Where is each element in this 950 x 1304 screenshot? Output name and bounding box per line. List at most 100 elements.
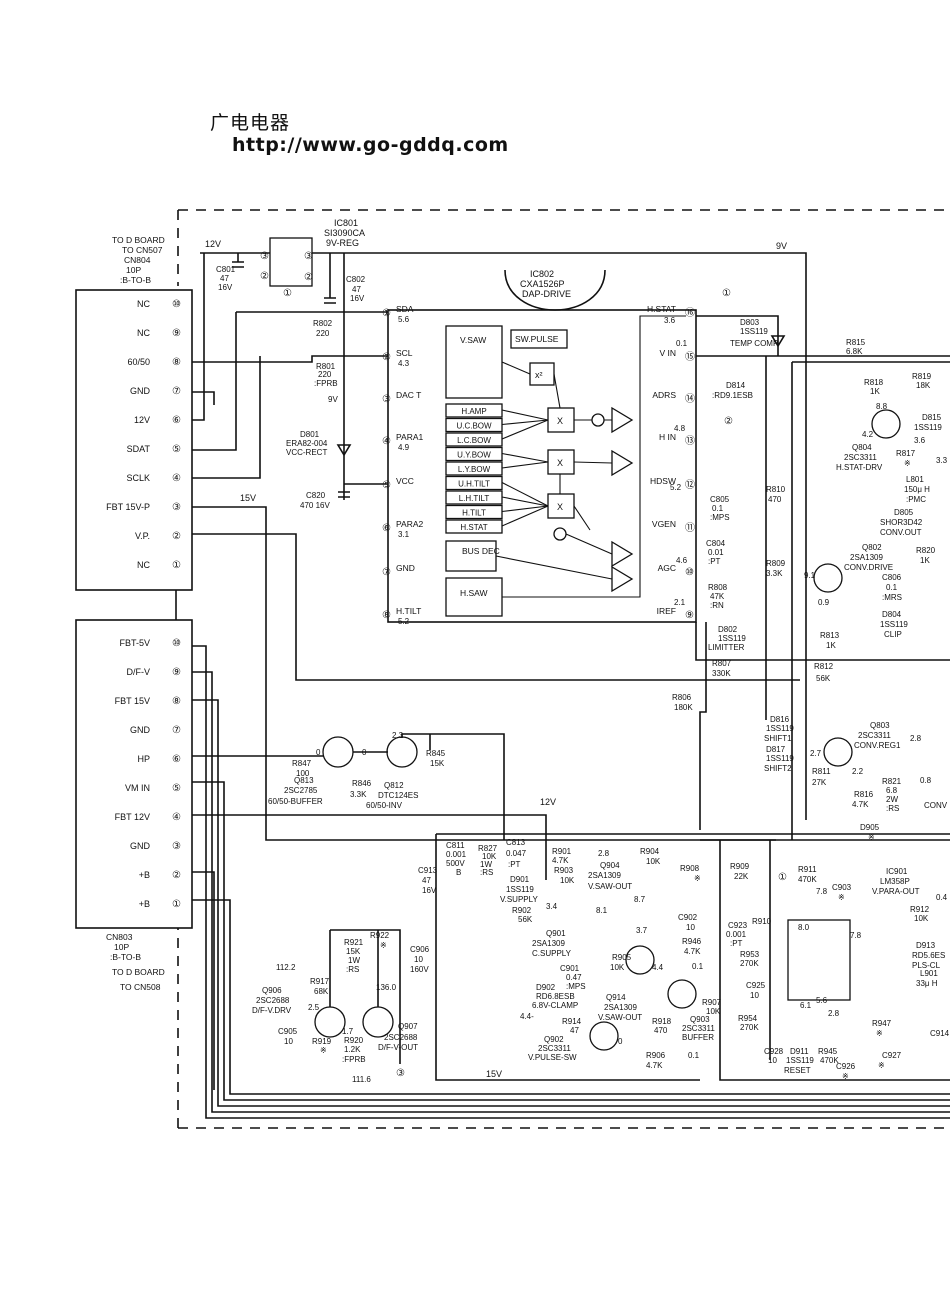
- ic802-stack-cell: [445, 432, 503, 447]
- r819-line-1: R819: [912, 372, 932, 381]
- ic802-left-pin-name: DAC T: [396, 390, 421, 400]
- cn804-pin-label: SDAT: [127, 444, 151, 454]
- r921-line-3: 1W: [348, 956, 360, 965]
- ic802-stack-wire: [501, 482, 549, 507]
- c806-line-3: :MRS: [882, 593, 902, 602]
- c813-line-3: :PT: [508, 860, 521, 869]
- r801-line-3: :FPRB: [314, 379, 338, 388]
- marker-1-top: ①: [722, 288, 731, 299]
- wire-r806: [699, 622, 707, 830]
- q906-line-1: Q906: [262, 986, 282, 995]
- ic802-right-pin-number: ⑫: [685, 479, 695, 491]
- r921-line-1: R921: [344, 938, 364, 947]
- cn804-pin-label: NC: [137, 328, 150, 338]
- cn804-pin-label: FBT 15V-P: [106, 502, 150, 512]
- d815-line-2: 1SS119: [914, 423, 942, 432]
- r802-line-1: R802: [313, 319, 333, 328]
- q813-line-2: 2SC2785: [284, 786, 318, 795]
- c811-line-3: 500V: [446, 859, 465, 868]
- ic802-desc: DAP-DRIVE: [522, 289, 571, 299]
- c805-line-3: :MPS: [710, 513, 730, 522]
- r911-line-2: 470K: [798, 875, 817, 884]
- r904-line-2: 10K: [646, 857, 661, 866]
- v-q902-b: 4.4-: [520, 1012, 534, 1021]
- v-q902-e: 0: [618, 1037, 623, 1046]
- ic802-box: [387, 309, 697, 623]
- cn804-note-line-3: CN804: [124, 255, 151, 265]
- r917-line-1: R917: [310, 977, 330, 986]
- ic802-right-pin-number: ⑮: [685, 351, 695, 363]
- c802-line-3: 16V: [350, 294, 365, 303]
- r921-label: R921 15K 1W :RS: [344, 938, 364, 974]
- q804-label: Q804 2SC3311 H.STAT-DRV: [836, 443, 883, 472]
- r806-label: R806 180K: [672, 693, 693, 712]
- d802-line-1: D802: [718, 625, 738, 634]
- d804-line-1: D804: [882, 610, 902, 619]
- r954-label: R954 270K: [738, 1014, 759, 1032]
- v-agc: 4.6: [676, 556, 688, 565]
- r904-line-1: R904: [640, 847, 660, 856]
- r821-line-2: 6.8: [886, 786, 898, 795]
- c804-line-1: C804: [706, 539, 726, 548]
- c925-line-2: 10: [750, 991, 759, 1000]
- mult-1-label: X: [557, 416, 563, 426]
- c801-line-3: 16V: [218, 283, 233, 292]
- v-q812-b: 0: [362, 748, 367, 757]
- q901-line-2: 2SA1309: [532, 939, 565, 948]
- ic901-desc: V.PARA-OUT: [872, 887, 920, 896]
- block-swpulse-label: SW.PULSE: [515, 334, 559, 344]
- q803-line-3: CONV.REG1: [854, 741, 901, 750]
- c905-line-2: 10: [284, 1037, 293, 1046]
- q907-line-2: 2SC2688: [384, 1033, 418, 1042]
- c902-label: C902 10: [678, 913, 698, 932]
- cn804-note-line-4: 10P: [126, 265, 141, 275]
- q804-line-3: H.STAT-DRV: [836, 463, 883, 472]
- c804-label: C804 0.01 :PT: [706, 539, 726, 566]
- v-q906-c: 112.2: [276, 963, 296, 972]
- ic802-stack-cell-label: L.H.TILT: [459, 494, 490, 503]
- d817-line-2: 1SS119: [766, 754, 794, 763]
- r827-label: R827 10K 1W :RS: [478, 844, 498, 877]
- q906-line-3: D/F-V.DRV: [252, 1006, 292, 1015]
- r812-line-2: 56K: [816, 674, 831, 683]
- ic802-control-stack: H.AMPU.C.BOWL.C.BOWU.Y.BOWL.Y.BOWU.H.TIL…: [445, 403, 549, 534]
- cn803-pin-label: +B: [139, 899, 150, 909]
- c801-line-2: 47: [220, 274, 229, 283]
- ic801-pin-1: ①: [283, 288, 292, 299]
- r908-line-1: R908: [680, 864, 700, 873]
- wire-vp: [192, 533, 800, 681]
- r914-line-1: R914: [562, 1017, 582, 1026]
- wire-12v-to-pin6: [192, 253, 205, 421]
- cn804-pin-number: ⑤: [172, 444, 181, 455]
- ic802-stack-wire: [501, 419, 549, 426]
- ic802-stack-cell-label: H.TILT: [462, 509, 486, 518]
- q907-line-3: D/F-V-OUT: [378, 1043, 418, 1052]
- r945-label: R945 470K: [818, 1047, 839, 1065]
- v-q903-e: 0.1: [688, 1051, 700, 1060]
- d902-line-1: D902: [536, 983, 556, 992]
- v-q914-c: 4.4: [652, 963, 664, 972]
- d911-line-1: D911: [790, 1047, 809, 1056]
- r914-label: R914 47: [562, 1017, 582, 1035]
- c906-line-2: 10: [414, 955, 423, 964]
- q812-line-1: Q812: [384, 781, 404, 790]
- ic901-ref: IC901: [886, 867, 908, 876]
- cn803-pin-label: HP: [137, 754, 150, 764]
- ic802-stack-cell: [445, 519, 503, 534]
- d801-line-2: ERA82-004: [286, 439, 328, 448]
- wire-hstat: [696, 315, 779, 356]
- cn804-pin-number: ⑦: [172, 386, 181, 397]
- v-ic901-3: 7.8: [850, 931, 862, 940]
- wire-plusb-2: [192, 899, 950, 1095]
- cn803-pin-number: ②: [172, 870, 181, 881]
- d913-line-1: D913: [916, 941, 936, 950]
- r817-line-1: R817: [896, 449, 916, 458]
- r947-line-1: R947: [872, 1019, 892, 1028]
- r902-line-2: 56K: [518, 915, 533, 924]
- d901-line-2: 1SS119: [506, 885, 534, 894]
- l801-line-1: L801: [906, 475, 924, 484]
- rail-9v-label: 9V: [776, 241, 787, 251]
- d803-symbol: [770, 335, 786, 348]
- q904-label: Q904 2SA1309 V.SAW-OUT: [588, 861, 632, 891]
